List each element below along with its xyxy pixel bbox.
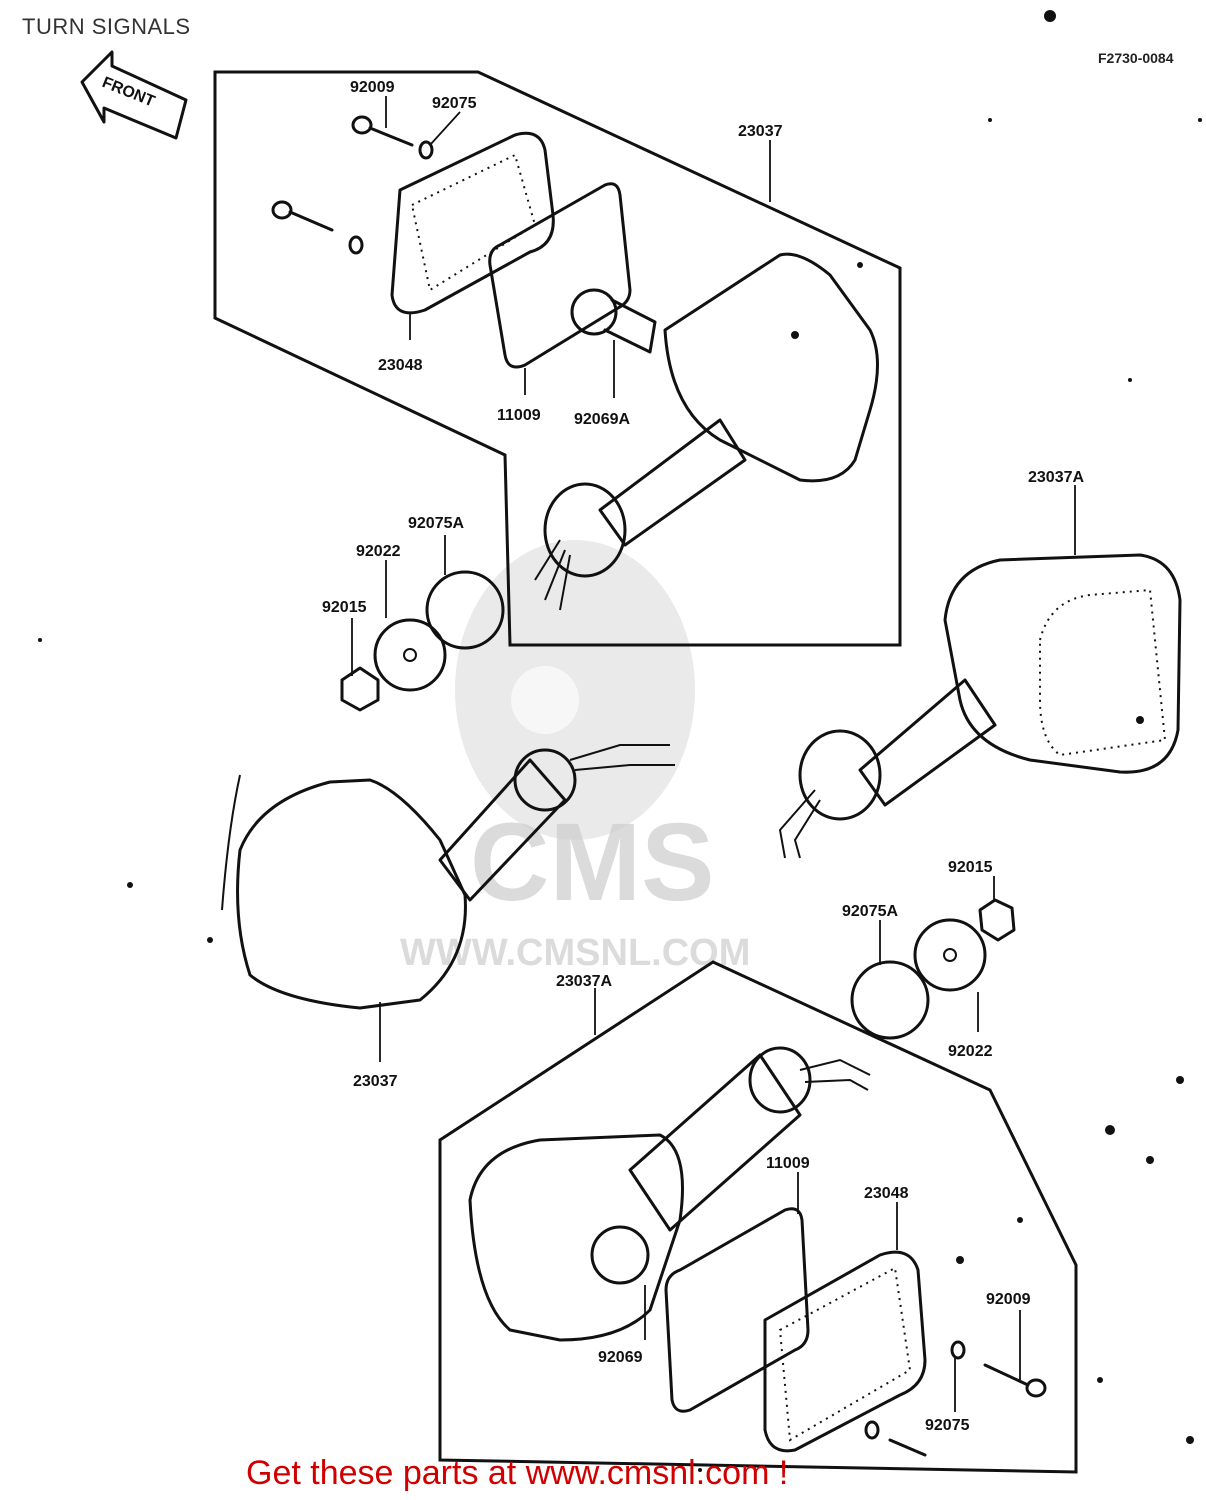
part-label-92022-left: 92022 xyxy=(356,543,401,560)
lens-top xyxy=(390,131,555,315)
part-label-92009-bottom: 92009 xyxy=(986,1291,1031,1308)
part-label-23037-left: 23037 xyxy=(353,1073,398,1090)
part-label-23037a-right: 23037A xyxy=(1028,469,1084,486)
housing-bottom xyxy=(468,1046,871,1342)
screw-set-top xyxy=(271,115,434,255)
part-label-92069a: 92069A xyxy=(574,411,630,428)
mount-hardware-left xyxy=(340,570,505,712)
assembly-frame-top xyxy=(213,70,902,647)
part-label-92022-right: 92022 xyxy=(948,1043,993,1060)
watermark-url: WWW.CMSNL.COM xyxy=(400,932,750,974)
part-label-92069: 92069 xyxy=(598,1349,643,1366)
part-label-92015-right: 92015 xyxy=(948,859,993,876)
part-label-92075a-right: 92075A xyxy=(842,903,898,920)
screw-set-bottom xyxy=(864,1340,1047,1457)
bulb-bottom xyxy=(590,1225,650,1285)
part-label-11009-top: 11009 xyxy=(497,407,541,424)
leader-lines xyxy=(351,96,1076,1412)
promo-link-text[interactable]: Get these parts at www.cmsnl.com ! xyxy=(246,1454,789,1492)
housing-left xyxy=(221,744,675,1010)
housing-right xyxy=(778,553,1182,859)
assembly-frame-bottom xyxy=(438,960,1078,1474)
part-label-23037-top: 23037 xyxy=(738,123,783,140)
cms-watermark: CMS WWW.CMSNL.COM xyxy=(400,540,750,974)
housing-top xyxy=(534,252,879,611)
lens-bottom xyxy=(763,1250,927,1453)
part-label-92075-bottom: 92075 xyxy=(925,1417,970,1434)
part-label-23048-bottom: 23048 xyxy=(864,1185,909,1202)
part-label-23037a-bottom: 23037A xyxy=(556,973,612,990)
part-label-23048-top: 23048 xyxy=(378,357,423,374)
scan-speckles xyxy=(38,10,1202,1472)
figure-code: F2730-0084 xyxy=(1098,50,1174,66)
part-label-92075-top: 92075 xyxy=(432,95,477,112)
gasket-top xyxy=(488,182,632,369)
part-label-11009-bottom: 11009 xyxy=(766,1155,810,1172)
mount-hardware-right xyxy=(850,898,1016,1040)
diagram-title: TURN SIGNALS xyxy=(22,14,191,39)
front-label: FRONT xyxy=(100,74,158,110)
part-label-92075a-left: 92075A xyxy=(408,515,464,532)
gasket-bottom xyxy=(664,1207,810,1413)
bulb-top xyxy=(570,288,657,354)
part-label-92015-left: 92015 xyxy=(322,599,367,616)
front-arrow: FRONT xyxy=(80,50,188,140)
watermark-brand: CMS xyxy=(470,801,714,924)
part-label-92009-top: 92009 xyxy=(350,79,395,96)
